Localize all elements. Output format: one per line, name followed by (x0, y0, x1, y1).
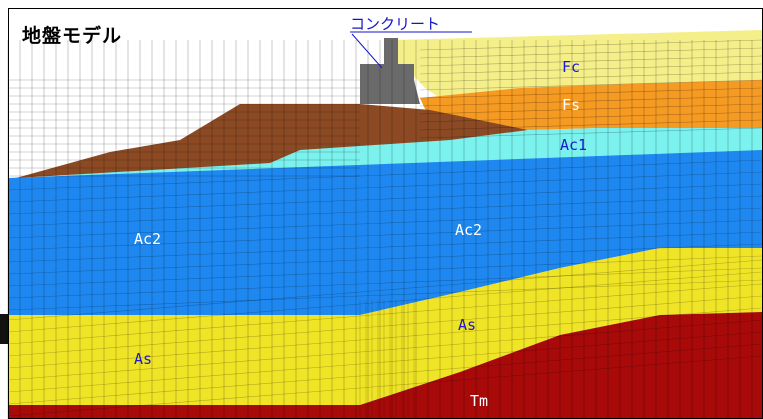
mesh-line (419, 79, 763, 91)
mesh-line (7, 243, 763, 275)
mesh-line (7, 195, 763, 227)
callout-leader-line (351, 33, 383, 69)
layer-label-ac2-left: Ac2 (134, 230, 161, 248)
mesh-line (419, 119, 763, 131)
mesh-line (7, 343, 763, 405)
mesh-line (419, 55, 763, 67)
layer-label-as-right: As (458, 316, 476, 334)
mesh-line (7, 307, 763, 369)
layer-label-ac1: Ac1 (560, 136, 587, 154)
mesh-line (7, 259, 763, 321)
mesh-line (7, 295, 763, 357)
mesh-line (7, 283, 763, 345)
model-frame-border (8, 8, 763, 419)
mesh-line (7, 279, 763, 311)
mesh-line (7, 207, 763, 239)
mesh-line (7, 267, 763, 299)
layer-label-fc: Fc (562, 58, 580, 76)
mesh-line (7, 231, 763, 263)
mesh-line (419, 39, 763, 51)
mesh-line (419, 127, 763, 139)
layer-label-as-left: As (134, 350, 152, 368)
mesh-line (7, 183, 763, 215)
layer-fs-region (420, 80, 762, 130)
mesh-line (7, 159, 763, 191)
concrete-structure (360, 38, 420, 104)
left-edge-marker (0, 314, 8, 344)
mesh-line (419, 47, 763, 59)
layer-as-region (8, 248, 762, 405)
mesh-line (7, 171, 763, 203)
layer-ac1-region (8, 128, 762, 182)
mesh-line (419, 87, 763, 99)
mesh-line (7, 255, 763, 287)
mesh-grid (7, 39, 763, 419)
mesh-line (7, 319, 763, 381)
mesh-line (7, 331, 763, 393)
mesh-line (7, 355, 763, 417)
mesh-line (419, 95, 763, 107)
mesh-line (7, 271, 763, 333)
embankment-region (16, 104, 528, 178)
layer-label-ac2-right: Ac2 (455, 221, 482, 239)
mesh-line (419, 71, 763, 83)
mesh-line (7, 219, 763, 251)
mesh-line (419, 103, 763, 115)
layer-tm-region (8, 312, 762, 419)
callout-label: コンクリート (350, 15, 440, 33)
mesh-line (419, 111, 763, 123)
layer-label-tm: Tm (470, 392, 488, 410)
layer-label-fs: Fs (562, 96, 580, 114)
diagram-title: 地盤モデル (22, 25, 123, 47)
layer-ac2-region (8, 150, 762, 315)
mesh-line (419, 63, 763, 75)
layer-fc-region (395, 30, 762, 98)
